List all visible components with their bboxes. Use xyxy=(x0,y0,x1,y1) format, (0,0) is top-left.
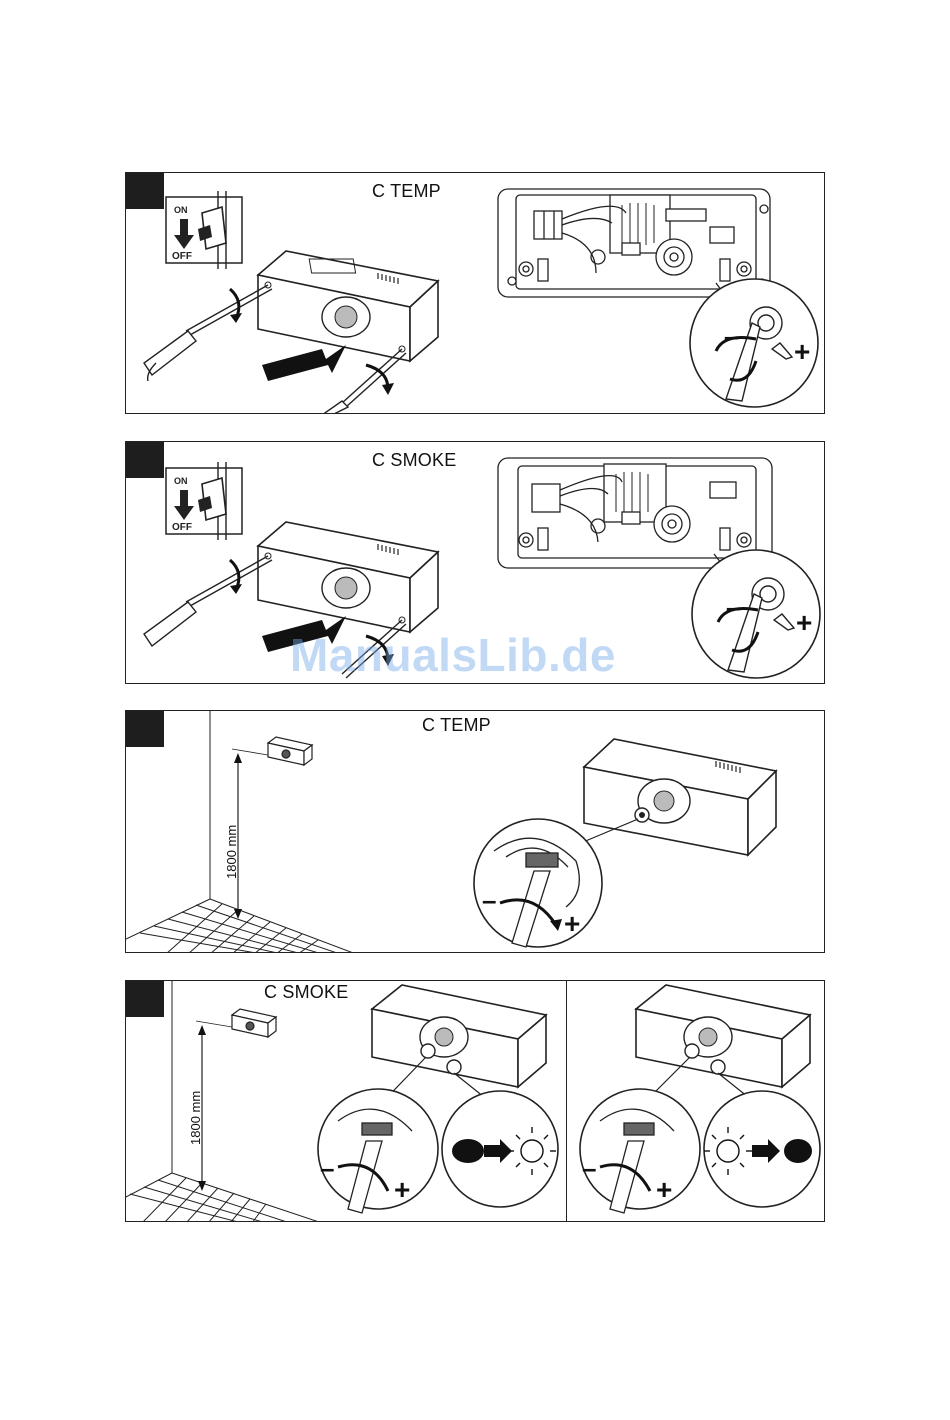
switch-off-label: OFF xyxy=(172,522,192,533)
minus-sign: – xyxy=(724,321,738,351)
detector-removal-illustration: ON OFF xyxy=(126,173,825,414)
minus-sign: – xyxy=(320,1153,334,1183)
pull-out-arrow-icon xyxy=(262,345,346,381)
minus-sign: – xyxy=(582,1153,596,1183)
led-off-icon xyxy=(784,1139,812,1163)
mounting-height-label: 1800 mm xyxy=(224,825,239,879)
circuit-board-illustration xyxy=(498,189,770,297)
screwdriver-left xyxy=(144,556,272,646)
room-corner xyxy=(126,711,356,953)
smoke-sensitivity-illustration: – + – + xyxy=(126,981,825,1222)
plus-sign: + xyxy=(796,607,812,638)
minus-sign: – xyxy=(726,592,740,622)
detector-housing xyxy=(584,739,776,855)
plus-sign: + xyxy=(394,1174,410,1205)
detector-housing xyxy=(258,522,438,632)
switch-off-label: OFF xyxy=(172,251,192,262)
small-detector-icon xyxy=(268,737,312,765)
plus-sign: + xyxy=(794,336,810,367)
switch-on-label: ON xyxy=(174,476,188,486)
figure-panel-1: C TEMP ON OFF xyxy=(125,172,825,414)
figure-panel-4: C SMOKE xyxy=(125,980,825,1222)
detector-housing xyxy=(372,985,546,1087)
power-switch-icon: ON OFF xyxy=(166,462,242,540)
minus-sign: – xyxy=(482,885,496,915)
circuit-board-illustration xyxy=(498,458,772,568)
led-off-icon xyxy=(452,1139,484,1163)
room-corner xyxy=(126,981,322,1222)
small-detector-icon xyxy=(232,1009,276,1037)
plus-sign: + xyxy=(656,1174,672,1205)
watermark: ManualsLib.de xyxy=(290,628,616,682)
plus-sign: + xyxy=(564,908,580,939)
switch-on-label: ON xyxy=(174,205,188,215)
detector-housing xyxy=(636,985,810,1087)
mounting-height-label: 1800 mm xyxy=(188,1091,203,1145)
power-switch-icon: ON OFF xyxy=(166,191,242,269)
screwdriver-left xyxy=(144,285,272,381)
detector-housing xyxy=(258,251,438,361)
figure-panel-3: C TEMP xyxy=(125,710,825,953)
